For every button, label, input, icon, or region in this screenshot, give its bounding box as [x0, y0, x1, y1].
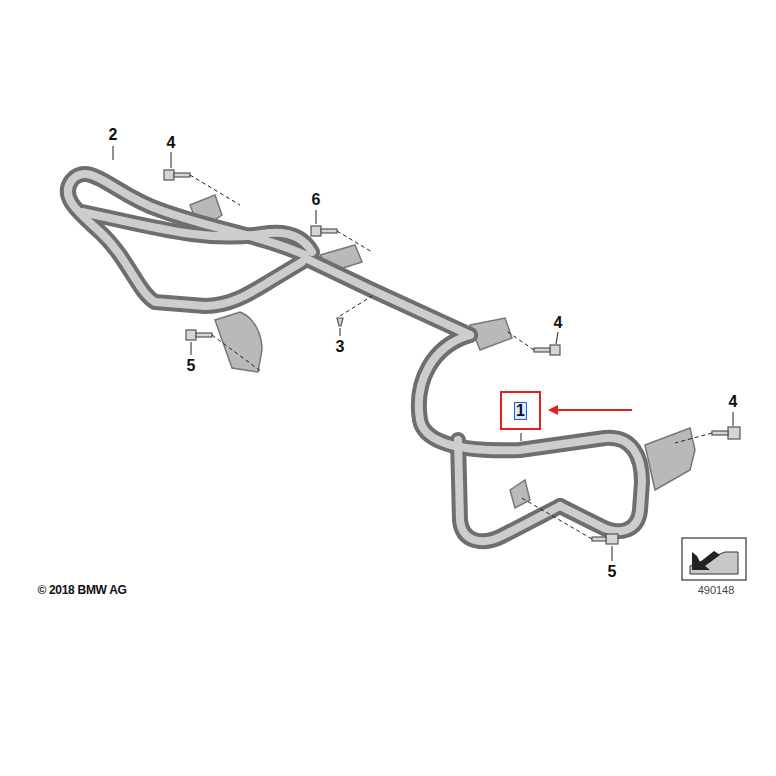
callout-number: 6: [312, 192, 321, 208]
copyright-note: © 2018 BMW AG: [37, 584, 126, 596]
callout-number: 4: [729, 394, 738, 410]
callout-number: 4: [554, 315, 563, 331]
callout-number: 5: [608, 564, 617, 580]
diagram-number: 490148: [698, 585, 735, 596]
highlight-box: 1: [500, 391, 541, 430]
callout-number: 2: [109, 127, 118, 143]
callout-number: 3: [336, 339, 345, 355]
callout-number: 1: [514, 402, 527, 420]
callout-number: 5: [187, 358, 196, 374]
callout-number: 4: [167, 135, 176, 151]
